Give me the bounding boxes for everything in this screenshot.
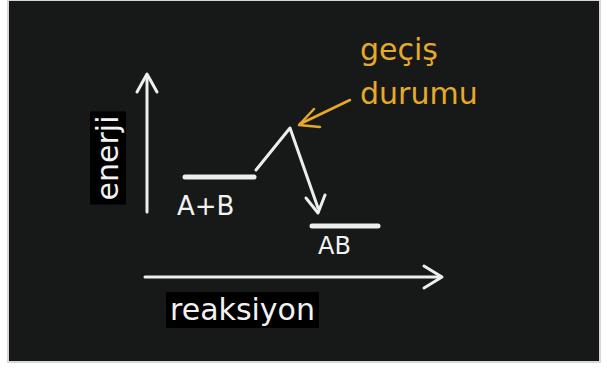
reaction-axis bbox=[145, 276, 440, 279]
axis-label: reaksiyon bbox=[166, 292, 319, 328]
reactant-label: A+B bbox=[177, 191, 234, 222]
energy-axis bbox=[146, 78, 149, 212]
reaction-path bbox=[256, 128, 318, 208]
path-arrowhead bbox=[306, 195, 325, 213]
leader-arrowhead bbox=[299, 109, 320, 127]
leader-line bbox=[300, 100, 350, 124]
axis-arrowhead bbox=[137, 74, 157, 92]
axis-label: enerji bbox=[90, 112, 126, 205]
product-level bbox=[312, 224, 378, 229]
chalkboard bbox=[8, 0, 600, 362]
transition-state-label: geçiş durumu bbox=[360, 28, 525, 115]
axis-arrowhead bbox=[424, 266, 442, 288]
reactant-level bbox=[185, 175, 254, 180]
product-label: AB bbox=[318, 232, 351, 261]
